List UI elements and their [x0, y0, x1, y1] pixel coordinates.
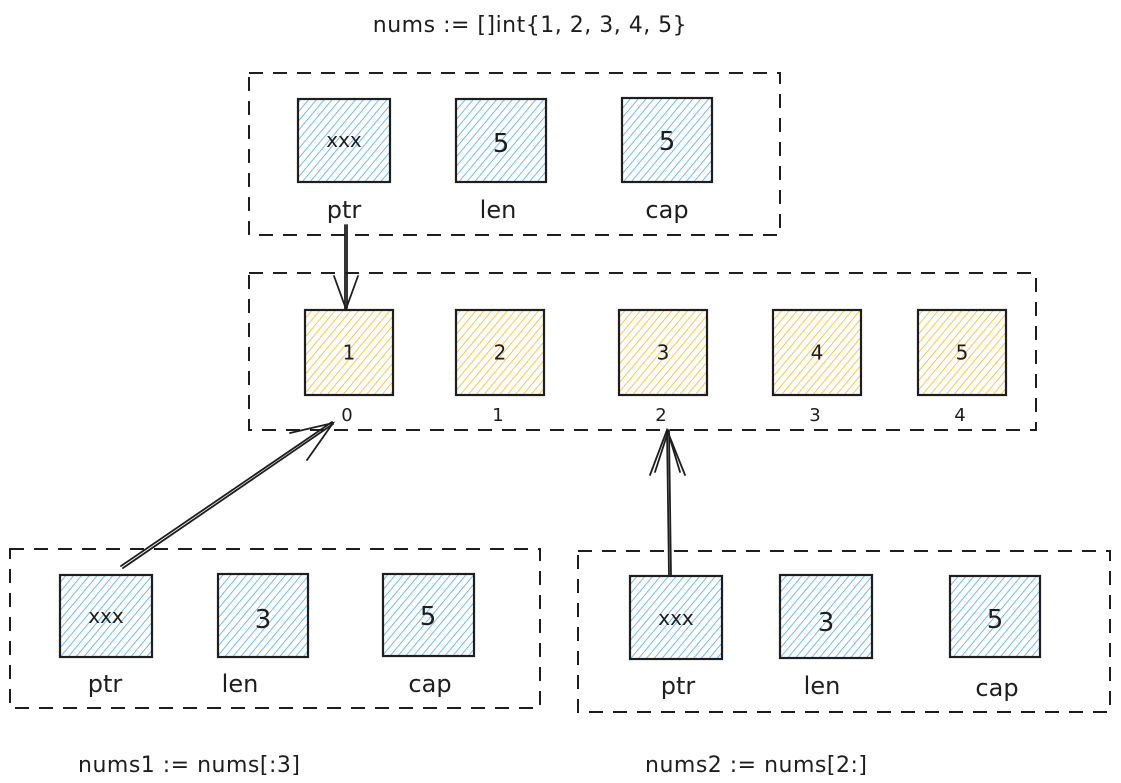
nums-header-boundary — [248, 72, 781, 236]
cell-label: ptr — [88, 670, 123, 698]
cell-border — [454, 308, 546, 397]
array-element: 32 — [617, 308, 709, 426]
cell-value: xxx — [88, 604, 124, 628]
nums2-ptr-arrow — [649, 427, 686, 577]
cell-value: xxx — [326, 128, 362, 152]
cell-fill — [456, 310, 544, 395]
cell-label: cap — [975, 674, 1018, 702]
nums2-declaration: nums2 := nums[2:] — [645, 753, 867, 778]
cell-fill — [298, 99, 390, 182]
backing-array-boundary — [248, 272, 1037, 431]
nums2-len-cell: 3 len — [778, 573, 874, 700]
element-value: 3 — [657, 341, 670, 365]
cell-value: xxx — [658, 606, 694, 630]
cell-border — [216, 572, 310, 659]
cell-value: 5 — [493, 129, 510, 159]
cell-value: 3 — [255, 605, 272, 635]
cell-border — [948, 574, 1042, 659]
cell-fill — [305, 310, 393, 395]
element-index: 1 — [492, 405, 503, 426]
cell-value: 3 — [818, 608, 835, 638]
nums1-ptr-arrow — [120, 421, 336, 569]
cell-label: ptr — [661, 672, 696, 700]
cell-value: 5 — [420, 602, 437, 632]
cell-fill — [218, 574, 308, 657]
cell-fill — [630, 576, 722, 659]
cell-label: len — [804, 672, 841, 700]
cell-label: len — [480, 196, 517, 224]
nums-slice-header: xxx ptr 5 len 5 cap — [248, 72, 781, 236]
cell-border — [454, 97, 548, 184]
cell-border — [381, 572, 476, 658]
cell-value: 5 — [987, 605, 1004, 635]
nums2-cap-cell: 5 cap — [948, 574, 1042, 702]
cell-fill — [622, 98, 712, 182]
cell-border — [778, 573, 874, 660]
array-element: 10 — [303, 308, 395, 426]
nums2-slice-header: xxx ptr 3 len 5 cap — [577, 550, 1111, 713]
array-element: 54 — [916, 308, 1008, 426]
nums1-declaration: nums1 := nums[:3] — [78, 753, 300, 778]
element-index: 2 — [655, 405, 666, 426]
arrowhead-icon — [289, 421, 336, 461]
element-value: 5 — [956, 341, 969, 365]
array-element: 21 — [454, 308, 546, 426]
cell-label: cap — [408, 670, 451, 698]
cell-fill — [456, 99, 546, 182]
element-value: 4 — [811, 341, 824, 365]
cell-fill — [950, 576, 1040, 657]
cell-fill — [780, 575, 872, 658]
nums1-header-boundary — [9, 548, 541, 709]
cell-border — [303, 308, 395, 397]
nums-len-cell: 5 len — [454, 97, 548, 224]
element-index: 3 — [809, 405, 820, 426]
element-index: 0 — [341, 405, 352, 426]
cell-border — [620, 96, 714, 184]
cell-label: len — [222, 670, 259, 698]
cell-fill — [619, 310, 707, 395]
nums-declaration: nums := []int{1, 2, 3, 4, 5} — [373, 13, 687, 38]
cell-border — [58, 573, 154, 659]
cell-fill — [773, 310, 861, 395]
cell-border — [916, 308, 1008, 397]
cell-fill — [383, 574, 474, 656]
nums-ptr-cell: xxx ptr — [296, 97, 392, 224]
element-value: 2 — [494, 341, 507, 365]
cell-label: cap — [645, 196, 688, 224]
cell-fill — [918, 310, 1006, 395]
arrowhead-icon — [649, 427, 686, 476]
nums1-len-cell: 3 len — [216, 572, 310, 698]
nums2-ptr-cell: xxx ptr — [628, 574, 724, 700]
arrowhead-icon — [333, 275, 359, 312]
cell-fill — [60, 575, 152, 657]
nums1-cap-cell: 5 cap — [381, 572, 476, 698]
cell-border — [296, 97, 392, 184]
nums1-ptr-cell: xxx ptr — [58, 573, 154, 698]
nums-ptr-arrow — [333, 224, 359, 312]
nums-cap-cell: 5 cap — [620, 96, 714, 224]
element-value: 1 — [343, 341, 356, 365]
cell-value: 5 — [659, 127, 676, 157]
cell-label: ptr — [327, 196, 362, 224]
cell-border — [617, 308, 709, 397]
nums2-header-boundary — [577, 550, 1111, 713]
nums1-slice-header: xxx ptr 3 len 5 cap — [9, 548, 541, 709]
array-element: 43 — [771, 308, 863, 426]
element-index: 4 — [954, 405, 965, 426]
cell-border — [628, 574, 724, 661]
cell-border — [771, 308, 863, 397]
